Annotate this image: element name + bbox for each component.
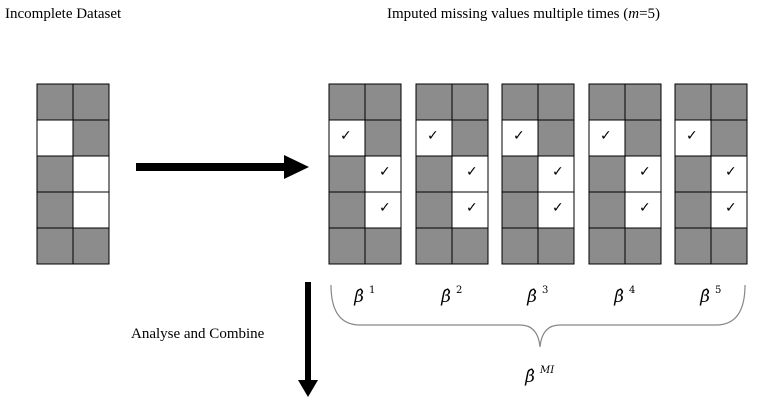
observed-cell bbox=[501, 155, 539, 193]
observed-cell bbox=[72, 119, 110, 157]
observed-cell bbox=[36, 155, 74, 193]
beta-superscript: 3 bbox=[542, 285, 548, 296]
observed-cell bbox=[72, 227, 110, 265]
check-icon: ✓ bbox=[725, 164, 737, 180]
observed-cell bbox=[415, 83, 453, 121]
beta-superscript: 4 bbox=[629, 285, 635, 296]
horizontal-arrow-head bbox=[284, 155, 309, 179]
imputed-cell bbox=[710, 191, 748, 229]
observed-cell bbox=[537, 83, 575, 121]
observed-cell bbox=[328, 83, 366, 121]
observed-cell bbox=[674, 155, 712, 193]
imputed-cell bbox=[451, 191, 489, 229]
check-icon: ✓ bbox=[466, 164, 478, 180]
observed-cell bbox=[710, 83, 748, 121]
observed-cell bbox=[415, 191, 453, 229]
combined-estimate-label: β̂ bbox=[524, 367, 535, 387]
observed-cell bbox=[451, 119, 489, 157]
beta-superscript: 5 bbox=[715, 285, 721, 296]
check-icon: ✓ bbox=[600, 128, 612, 144]
check-icon: ✓ bbox=[340, 128, 352, 144]
observed-cell bbox=[328, 191, 366, 229]
observed-cell bbox=[501, 83, 539, 121]
beta-estimate-label: β̂ bbox=[613, 287, 624, 307]
observed-cell bbox=[415, 227, 453, 265]
vertical-arrow-head bbox=[298, 380, 318, 397]
missing-cell bbox=[72, 155, 110, 193]
observed-cell bbox=[588, 155, 626, 193]
observed-cell bbox=[36, 83, 74, 121]
beta-superscript: 1 bbox=[369, 285, 375, 296]
observed-cell bbox=[588, 191, 626, 229]
observed-cell bbox=[364, 119, 402, 157]
observed-cell bbox=[36, 191, 74, 229]
observed-cell bbox=[710, 119, 748, 157]
observed-cell bbox=[710, 227, 748, 265]
observed-cell bbox=[674, 83, 712, 121]
beta-superscript: 2 bbox=[456, 285, 462, 296]
imputed-cell bbox=[624, 191, 662, 229]
observed-cell bbox=[674, 227, 712, 265]
observed-cell bbox=[624, 83, 662, 121]
check-icon: ✓ bbox=[513, 128, 525, 144]
check-icon: ✓ bbox=[379, 164, 391, 180]
observed-cell bbox=[624, 227, 662, 265]
imputed-cell bbox=[364, 155, 402, 193]
check-icon: ✓ bbox=[639, 164, 651, 180]
observed-cell bbox=[328, 227, 366, 265]
beta-estimate-label: β̂ bbox=[699, 287, 710, 307]
check-icon: ✓ bbox=[427, 128, 439, 144]
check-icon: ✓ bbox=[552, 200, 564, 216]
beta-estimate-label: β̂ bbox=[440, 287, 451, 307]
beta-estimate-label: β̂ bbox=[353, 287, 364, 307]
imputed-cell bbox=[364, 191, 402, 229]
observed-cell bbox=[451, 227, 489, 265]
combined-superscript: MI bbox=[539, 365, 555, 376]
analyse-combine-label: Analyse and Combine bbox=[131, 326, 265, 342]
check-icon: ✓ bbox=[552, 164, 564, 180]
observed-cell bbox=[537, 119, 575, 157]
imputed-cell bbox=[710, 155, 748, 193]
imputed-cell bbox=[451, 155, 489, 193]
observed-cell bbox=[364, 227, 402, 265]
combine-brace bbox=[330, 284, 746, 348]
observed-cell bbox=[72, 83, 110, 121]
observed-cell bbox=[624, 119, 662, 157]
incomplete-dataset-title: Incomplete Dataset bbox=[5, 6, 122, 22]
check-icon: ✓ bbox=[639, 200, 651, 216]
observed-cell bbox=[501, 227, 539, 265]
observed-cell bbox=[328, 155, 366, 193]
observed-cell bbox=[537, 227, 575, 265]
observed-cell bbox=[588, 227, 626, 265]
check-icon: ✓ bbox=[466, 200, 478, 216]
observed-cell bbox=[364, 83, 402, 121]
check-icon: ✓ bbox=[686, 128, 698, 144]
imputed-cell bbox=[537, 155, 575, 193]
observed-cell bbox=[415, 155, 453, 193]
vertical-arrow-shaft bbox=[305, 282, 311, 382]
observed-cell bbox=[674, 191, 712, 229]
observed-cell bbox=[451, 83, 489, 121]
missing-cell bbox=[72, 191, 110, 229]
observed-cell bbox=[501, 191, 539, 229]
beta-estimate-label: β̂ bbox=[526, 287, 537, 307]
horizontal-arrow-shaft bbox=[136, 163, 286, 171]
imputed-title: Imputed missing values multiple times (m… bbox=[387, 6, 661, 22]
check-icon: ✓ bbox=[725, 200, 737, 216]
observed-cell bbox=[36, 227, 74, 265]
check-icon: ✓ bbox=[379, 200, 391, 216]
imputed-cell bbox=[624, 155, 662, 193]
missing-cell bbox=[36, 119, 74, 157]
observed-cell bbox=[588, 83, 626, 121]
